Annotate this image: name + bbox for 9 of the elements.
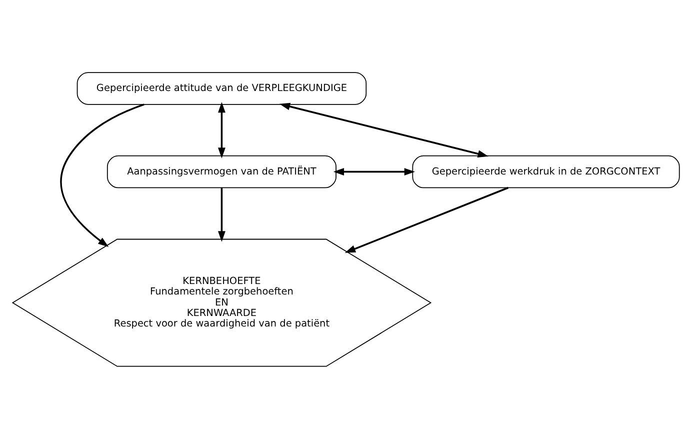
arrow [344,186,509,253]
arrow [60,104,144,248]
node-box: Gepercipieerde attitude van de VERPLEEGKUNDIGE [76,72,367,105]
node-box: Gepercipieerde werkdruk in de ZORGCONTEXT [412,155,680,188]
arrow [279,102,488,158]
node-box: Aanpassingsvermogen van de PATIËNT [106,155,336,188]
arrow [333,168,415,176]
arrow [218,188,226,242]
arrow [218,102,226,158]
